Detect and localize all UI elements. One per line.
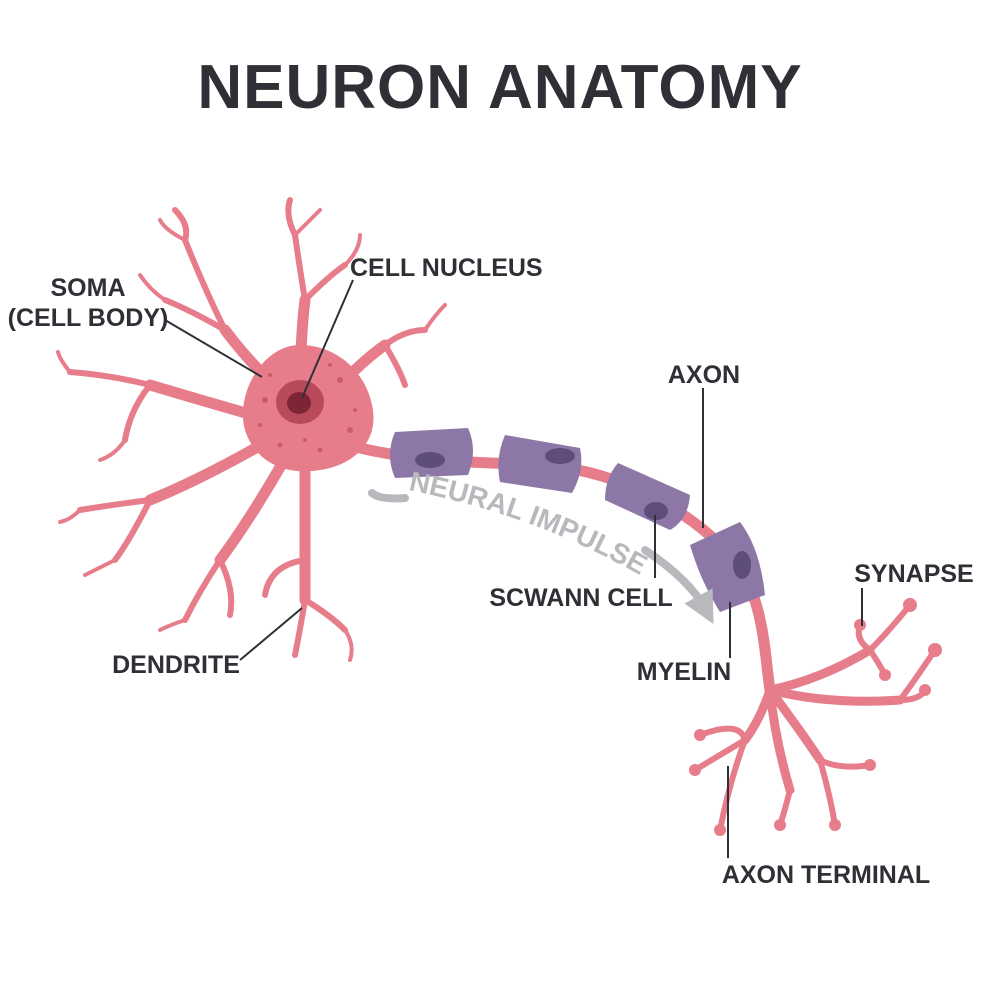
soma-sublabel: (CELL BODY) (8, 304, 169, 332)
cell-nucleus-inner (287, 392, 311, 414)
soma-label: SOMA (51, 274, 126, 302)
soma-leader (164, 319, 263, 378)
dendrite-leader (239, 607, 303, 661)
myelin-segment (390, 428, 473, 478)
schwann-cell-label: SCWANN CELL (489, 584, 672, 612)
myelin-segment (605, 463, 690, 530)
synapse-label: SYNAPSE (854, 560, 973, 588)
soma (242, 345, 374, 472)
axon-label: AXON (668, 361, 740, 389)
myelin-label: MYELIN (637, 658, 731, 686)
axon-terminal-label: AXON TERMINAL (722, 861, 930, 889)
nucleus-leader (301, 279, 354, 399)
leader-lines (164, 279, 863, 858)
myelin-segment (498, 435, 582, 493)
axon-terminals (689, 598, 942, 836)
page-title: NEURON ANATOMY (197, 53, 802, 122)
labels: SOMA (CELL BODY) CELL NUCLEUS AXON SCWAN… (8, 254, 974, 889)
dendrite-label: DENDRITE (112, 651, 240, 679)
cell-nucleus-label: CELL NUCLEUS (350, 254, 543, 282)
